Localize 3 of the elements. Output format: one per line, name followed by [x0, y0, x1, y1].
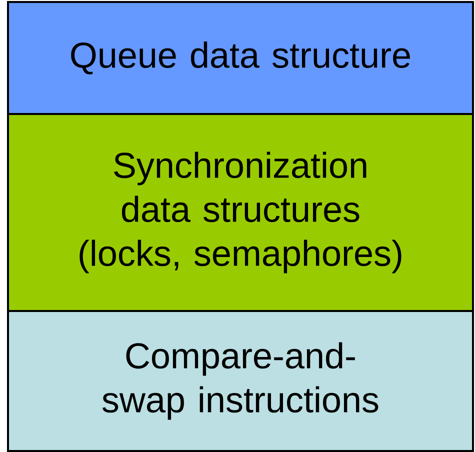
layer-box: Compare-and-swap instructions [7, 310, 474, 452]
layer-box: Queue data structure [7, 1, 474, 115]
layer-box: Synchronization data structures (locks, semaphores) [7, 113, 474, 312]
